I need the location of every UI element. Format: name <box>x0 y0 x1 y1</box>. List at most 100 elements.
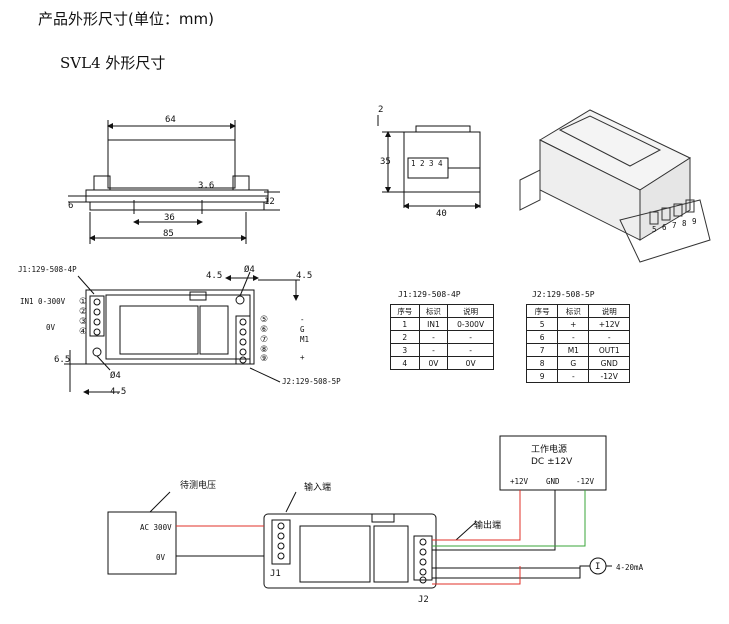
dim-35: 35 <box>380 157 391 167</box>
table-cell: + <box>557 317 590 331</box>
table-header: 说明 <box>447 304 494 318</box>
source-0v-label: 0V <box>156 553 166 562</box>
front-view <box>68 120 280 244</box>
dim-64: 64 <box>165 115 176 125</box>
table-cell: - <box>447 330 494 344</box>
power-sub: DC ±12V <box>531 457 573 467</box>
pin-2: ② <box>79 307 87 317</box>
table-row: 6 - - <box>525 330 630 344</box>
pin-label-m1: M1 <box>300 335 309 344</box>
green-wire <box>432 490 586 547</box>
pin-label-plus: + <box>300 353 305 362</box>
dim-phi4-a: Ø4 <box>244 264 255 275</box>
pin-4: ④ <box>79 327 87 337</box>
page-subtitle: SVL4 外形尺寸 <box>60 54 166 72</box>
red-wires <box>176 490 521 585</box>
power-pin-12v: +12V <box>510 477 529 486</box>
wiring-diagram <box>107 435 612 589</box>
table-cell: 4 <box>390 356 420 370</box>
dim-85: 85 <box>163 229 174 239</box>
table-cell: 8 <box>525 356 559 370</box>
dim-4-5-a: 4.5 <box>206 271 222 281</box>
table-cell: 6 <box>525 330 559 344</box>
dim-phi4-b: Ø4 <box>110 370 121 381</box>
table-cell: - <box>418 330 449 344</box>
table-cell: - <box>557 369 590 383</box>
power-title: 工作电源 <box>531 443 567 455</box>
iso-terminal-5: 5 <box>652 225 657 234</box>
side-terminal-3: 3 <box>429 159 434 168</box>
iso-terminal-9: 9 <box>692 217 697 226</box>
table-cell: - <box>588 330 630 344</box>
table-cell: 0-300V <box>447 317 494 331</box>
table-cell: - <box>418 343 449 357</box>
table-header: 序号 <box>390 304 420 318</box>
ac-label: AC 300V <box>140 523 172 532</box>
power-pin-neg12v: -12V <box>576 477 595 486</box>
power-pin-gnd: GND <box>546 477 560 486</box>
table-header: 标识 <box>557 304 590 318</box>
pin-9: ⑨ <box>260 354 268 364</box>
pin-5: ⑤ <box>260 315 268 325</box>
side-terminal-1: 1 <box>411 159 416 168</box>
pin-3: ③ <box>79 317 87 327</box>
table-cell: G <box>557 356 590 370</box>
dim-6-5: 6.5 <box>54 355 70 365</box>
table-cell: OUT1 <box>588 343 630 357</box>
table-j1: 序号 标识 说明 1 IN1 0-300V 2 - - 3 - - 4 0V 0… <box>390 304 494 370</box>
ammeter-symbol: I <box>595 562 600 572</box>
0v-label: 0V <box>46 323 56 332</box>
in1-label: IN1 0-300V <box>20 297 66 306</box>
table-cell: 2 <box>390 330 420 344</box>
table-cell: 7 <box>525 343 559 357</box>
table-cell: 0V <box>418 356 449 370</box>
iso-terminal-6: 6 <box>662 223 667 232</box>
side-view <box>377 115 481 209</box>
table-j2: 序号 标识 说明 5 + +12V 6 - - 7 M1 OUT1 8 G GN… <box>525 304 630 383</box>
pin-7: ⑦ <box>260 335 268 345</box>
current-label: 4-20mA <box>616 563 644 572</box>
table-row: 4 0V 0V <box>390 356 494 370</box>
source-label: 待测电压 <box>180 479 216 491</box>
pin-8: ⑧ <box>260 345 268 355</box>
table-cell: 1 <box>390 317 420 331</box>
table-cell: - <box>447 343 494 357</box>
table-cell: 9 <box>525 369 559 383</box>
table-j2-title: J2:129-508-5P <box>532 290 595 299</box>
j1-connector-label: J1:129-508-4P <box>18 265 77 274</box>
input-label: 输入端 <box>304 481 331 493</box>
dim-4-5-c: 4.5 <box>110 387 126 397</box>
table-row: 1 IN1 0-300V <box>390 317 494 331</box>
dim-6: 6 <box>68 201 73 211</box>
table-cell: -12V <box>588 369 630 383</box>
table-cell: M1 <box>557 343 590 357</box>
table-row: 9 - -12V <box>525 369 630 383</box>
table-header: 说明 <box>588 304 630 318</box>
j2-connector-label: J2:129-508-5P <box>282 377 341 386</box>
table-cell: IN1 <box>418 317 449 331</box>
table-row: 2 - - <box>390 330 494 344</box>
dim-12: 12 <box>264 197 275 207</box>
table-cell: GND <box>588 356 630 370</box>
pin-label-g: G <box>300 325 305 334</box>
j1-label: J1 <box>270 569 281 579</box>
table-cell: +12V <box>588 317 630 331</box>
table-row: 5 + +12V <box>525 317 630 331</box>
table-row: 8 G GND <box>525 356 630 370</box>
table-cell: 0V <box>447 356 494 370</box>
table-row: 3 - - <box>390 343 494 357</box>
table-header-row: 序号 标识 说明 <box>390 304 494 318</box>
table-row: 7 M1 OUT1 <box>525 343 630 357</box>
top-view <box>64 271 300 395</box>
dim-36: 36 <box>164 213 175 223</box>
dim-4-5-b: 4.5 <box>296 271 312 281</box>
table-header-row: 序号 标识 说明 <box>525 304 630 318</box>
dim-3-6: 3.6 <box>198 181 214 191</box>
output-label: 输出端 <box>474 519 501 531</box>
iso-terminal-8: 8 <box>682 219 687 228</box>
pin-1: ① <box>79 297 87 307</box>
dim-2: 2 <box>378 105 383 115</box>
j2-label: J2 <box>418 595 429 605</box>
iso-terminal-7: 7 <box>672 221 677 230</box>
table-j1-title: J1:129-508-4P <box>398 290 461 299</box>
